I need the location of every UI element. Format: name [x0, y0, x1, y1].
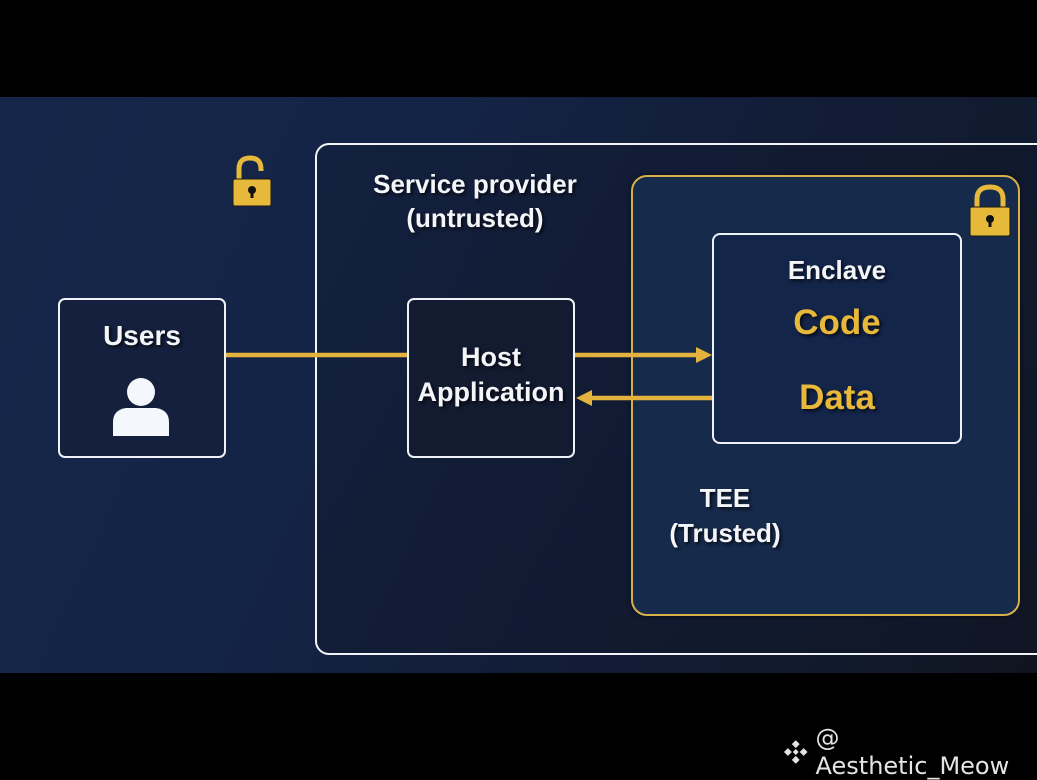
service-provider-subtitle: (untrusted): [406, 203, 544, 233]
enclave-to-host-arrowhead: [576, 390, 592, 406]
host-application-box: [407, 298, 575, 458]
binance-logo-icon: [783, 740, 808, 764]
watermark-text: @ Aesthetic_Meow: [815, 724, 1010, 780]
diagram-slide: Users Host Application Service provider …: [0, 97, 1037, 673]
watermark: @ Aesthetic_Meow: [782, 724, 1037, 780]
users-label: Users: [103, 320, 181, 351]
host-label-line1: Host: [461, 342, 521, 372]
users-box: [58, 298, 226, 458]
tee-label-line1: TEE: [699, 483, 751, 513]
host-label-line2: Application: [417, 377, 565, 407]
service-provider-title: Service provider: [373, 169, 577, 199]
tee-label-line2: (Trusted): [669, 518, 781, 548]
locked-padlock-icon: [969, 184, 1011, 237]
connectors: [226, 347, 712, 406]
enclave-data-label: Data: [799, 378, 875, 417]
service-provider-label: Service provider (untrusted): [330, 167, 620, 235]
host-application-label: Host Application: [407, 340, 575, 410]
unlocked-padlock-icon: [232, 155, 272, 207]
host-to-enclave-arrowhead: [696, 347, 712, 363]
user-icon: [113, 378, 169, 436]
tee-label: TEE (Trusted): [640, 481, 810, 551]
enclave-label: Enclave: [787, 255, 887, 285]
enclave-box: [712, 233, 962, 444]
enclave-code-label: Code: [793, 303, 881, 342]
